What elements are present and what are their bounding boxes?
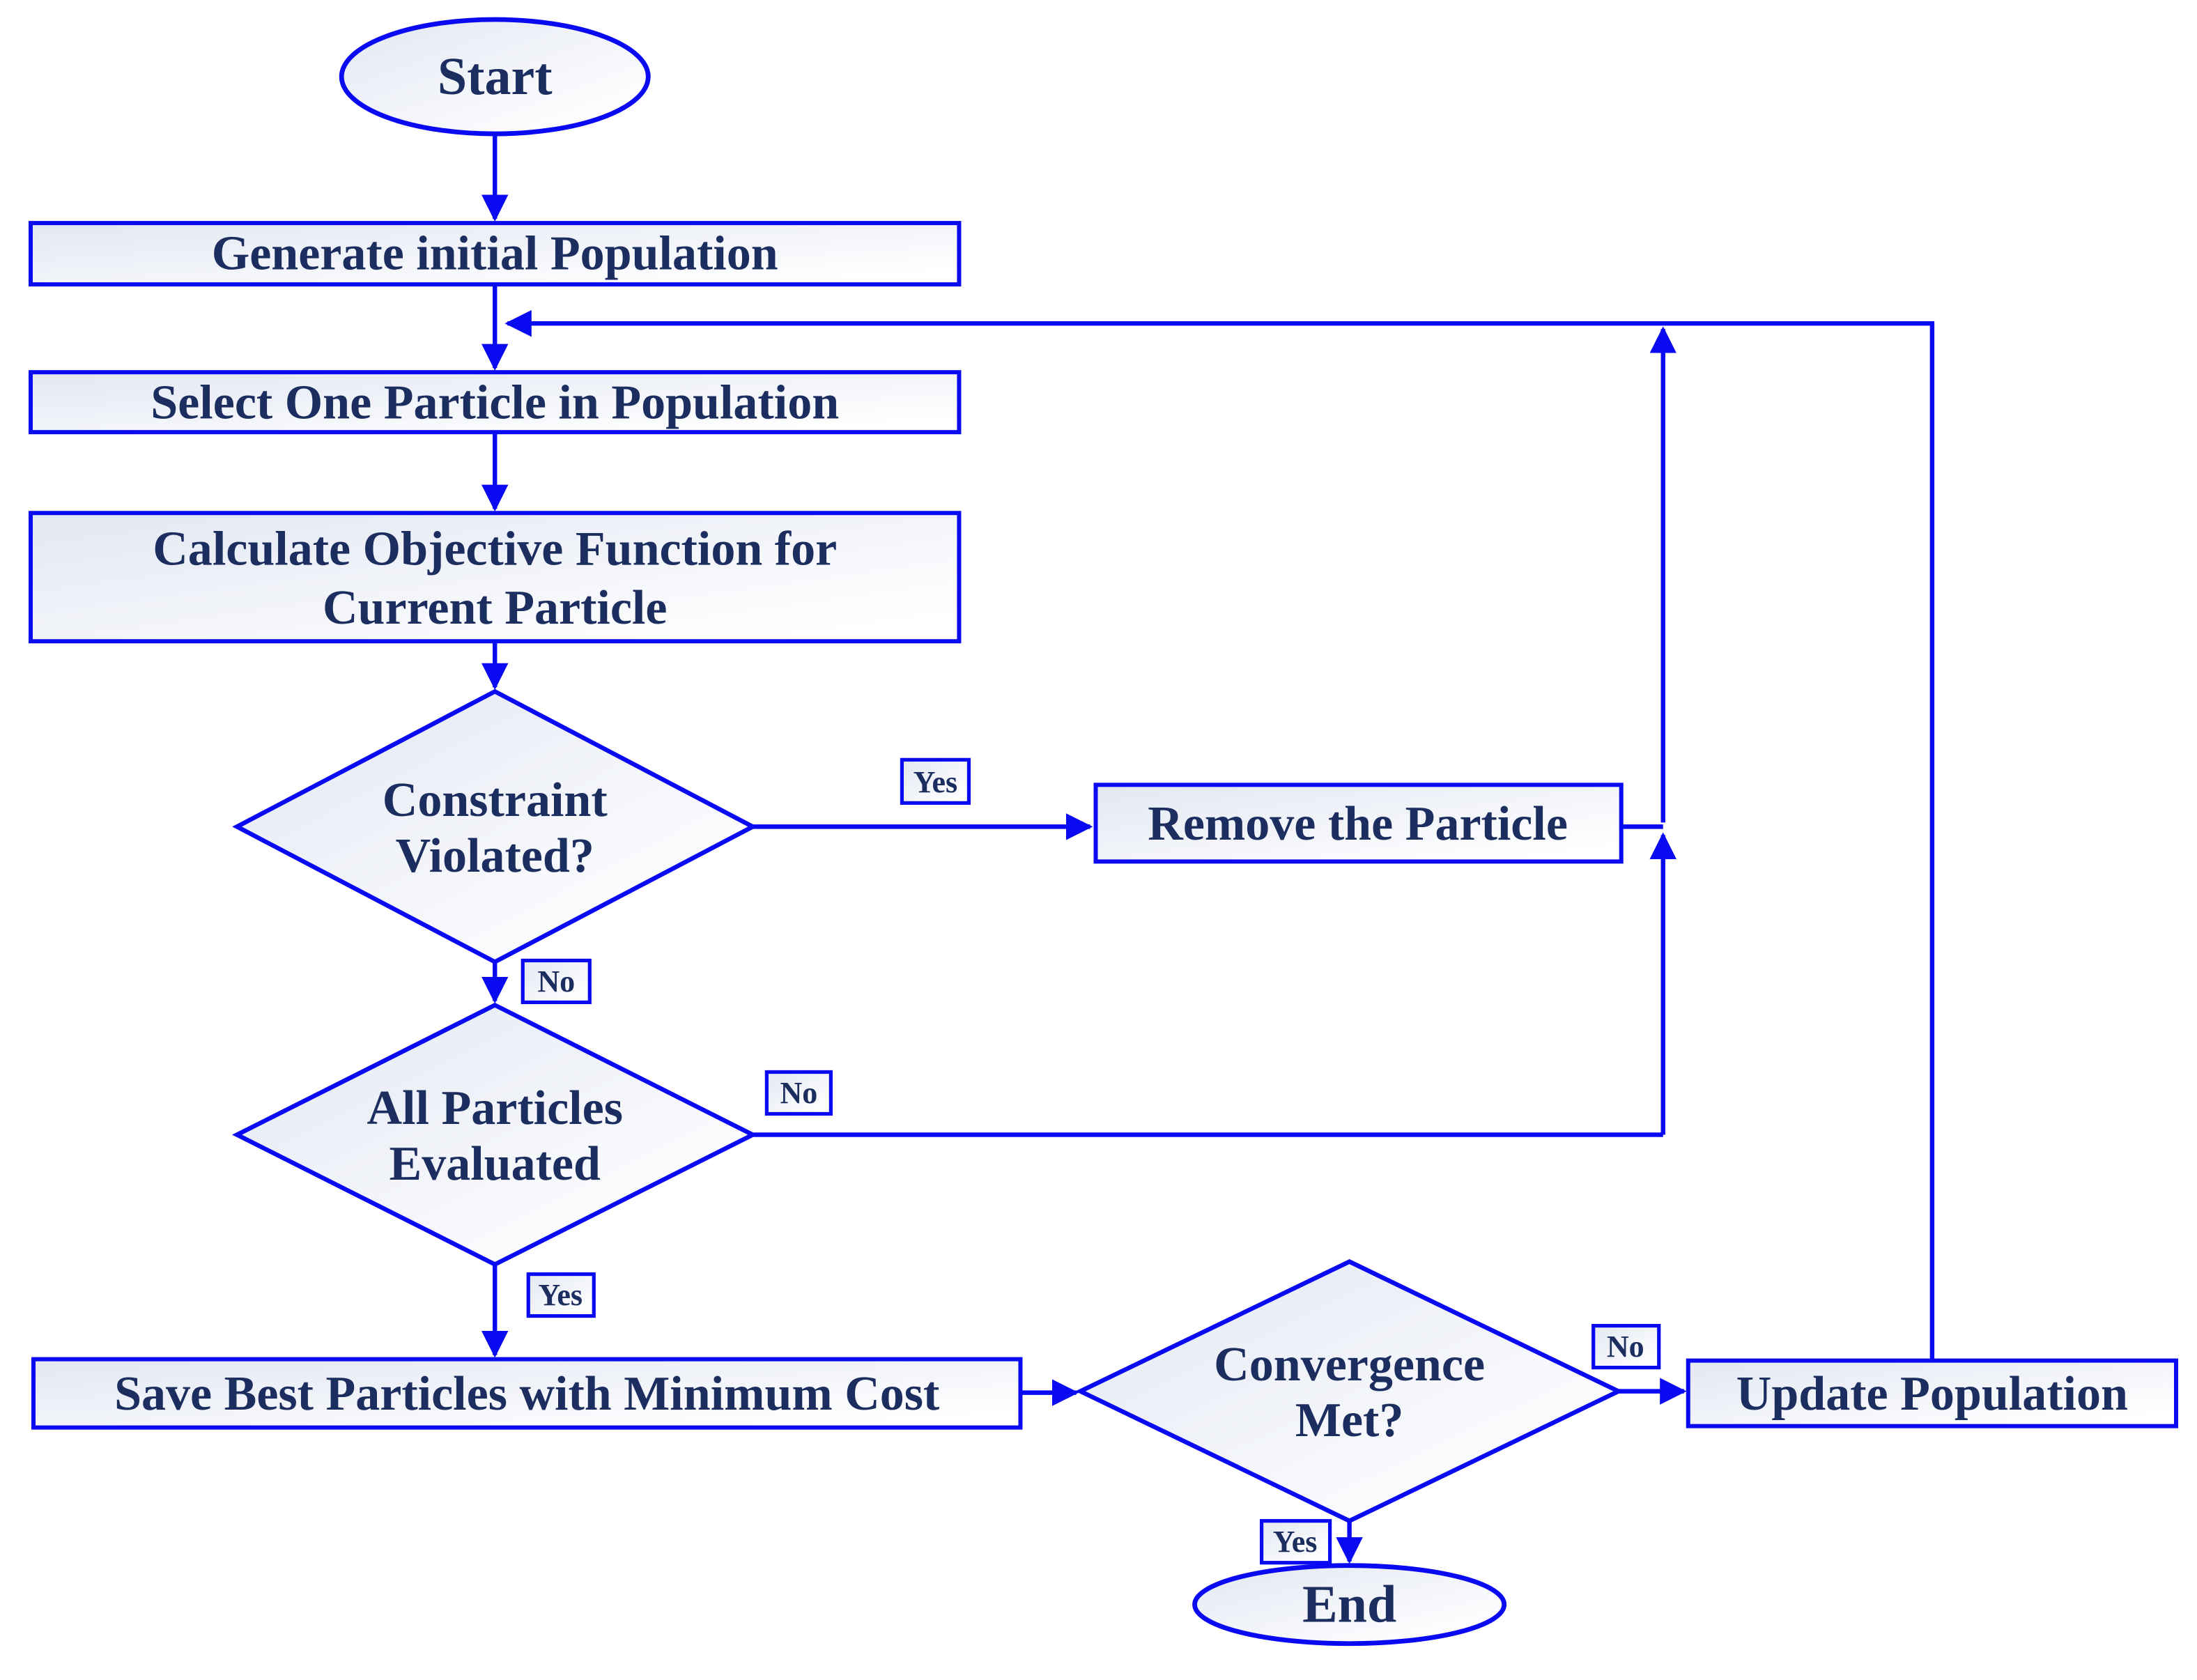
constraint-violated-diamond	[232, 688, 758, 965]
constraint-no-label-box	[521, 958, 592, 1005]
node-generate-initial-population: Generate initial Population	[29, 221, 962, 287]
convergence-met-diamond	[1075, 1259, 1624, 1524]
convergence-met-label-line1: Convergence	[1214, 1338, 1485, 1392]
constraint-no-label: No	[537, 964, 575, 999]
calculate-objective-label-line1: Calculate Objective Function for	[153, 523, 837, 576]
constraint-yes-label-box	[900, 757, 971, 805]
node-constraint-violated-decision: Constraint Violated?	[232, 688, 758, 965]
convergence-met-label-line2: Met?	[1295, 1394, 1403, 1447]
constraint-violated-label-line2: Violated?	[396, 829, 594, 883]
convergence-yes-label-box	[1259, 1519, 1332, 1565]
edge-label-convergence-no: No	[1591, 1323, 1661, 1370]
select-particle-label: Select One Particle in Population	[151, 376, 839, 430]
node-start: Start	[339, 17, 651, 137]
edge-label-constraint-no: No	[521, 958, 592, 1005]
constraint-violated-label-line1: Constraint	[383, 773, 608, 827]
node-end: End	[1192, 1563, 1507, 1647]
node-select-one-particle: Select One Particle in Population	[29, 370, 962, 435]
calculate-objective-label-line2: Current Particle	[323, 581, 667, 635]
node-update-population: Update Population	[1686, 1358, 2178, 1428]
end-label: End	[1302, 1575, 1396, 1634]
edge-label-convergence-yes: Yes	[1259, 1519, 1332, 1565]
node-all-particles-evaluated-decision: All Particles Evaluated	[231, 1002, 758, 1267]
all-particles-yes-label: Yes	[538, 1278, 583, 1312]
convergence-no-label-box	[1591, 1323, 1661, 1370]
node-save-best-particles: Save Best Particles with Minimum Cost	[31, 1357, 1023, 1430]
edge-label-all-particles-yes: Yes	[526, 1272, 596, 1318]
node-convergence-met-decision: Convergence Met?	[1075, 1259, 1624, 1524]
update-population-label: Update Population	[1736, 1367, 2128, 1421]
start-label: Start	[438, 47, 553, 106]
edge-label-constraint-yes: Yes	[900, 757, 971, 805]
convergence-yes-label: Yes	[1273, 1525, 1318, 1559]
calculate-objective-box	[29, 511, 962, 644]
node-remove-the-particle: Remove the Particle	[1093, 783, 1624, 864]
all-particles-label-line2: Evaluated	[390, 1137, 601, 1191]
edge-update-loop-feedback	[504, 309, 1935, 1361]
save-best-particles-box	[31, 1357, 1023, 1430]
start-terminator	[339, 17, 651, 137]
select-particle-box	[29, 370, 962, 435]
edge-label-all-particles-no: No	[764, 1070, 833, 1116]
update-population-box	[1686, 1358, 2178, 1428]
all-particles-no-label: No	[780, 1076, 817, 1110]
all-particles-yes-label-box	[526, 1272, 596, 1318]
all-particles-label-line1: All Particles	[367, 1081, 623, 1135]
all-particles-evaluated-diamond	[231, 1002, 758, 1267]
remove-particle-label: Remove the Particle	[1148, 797, 1568, 851]
all-particles-no-label-box	[764, 1070, 833, 1116]
convergence-no-label: No	[1607, 1330, 1644, 1364]
constraint-yes-label: Yes	[914, 765, 958, 799]
node-calculate-objective-function: Calculate Objective Function for Current…	[29, 511, 962, 644]
generate-population-label: Generate initial Population	[212, 227, 778, 281]
remove-particle-box	[1093, 783, 1624, 864]
generate-population-box	[29, 221, 962, 287]
end-terminator	[1192, 1563, 1507, 1647]
save-best-particles-label: Save Best Particles with Minimum Cost	[114, 1367, 940, 1421]
